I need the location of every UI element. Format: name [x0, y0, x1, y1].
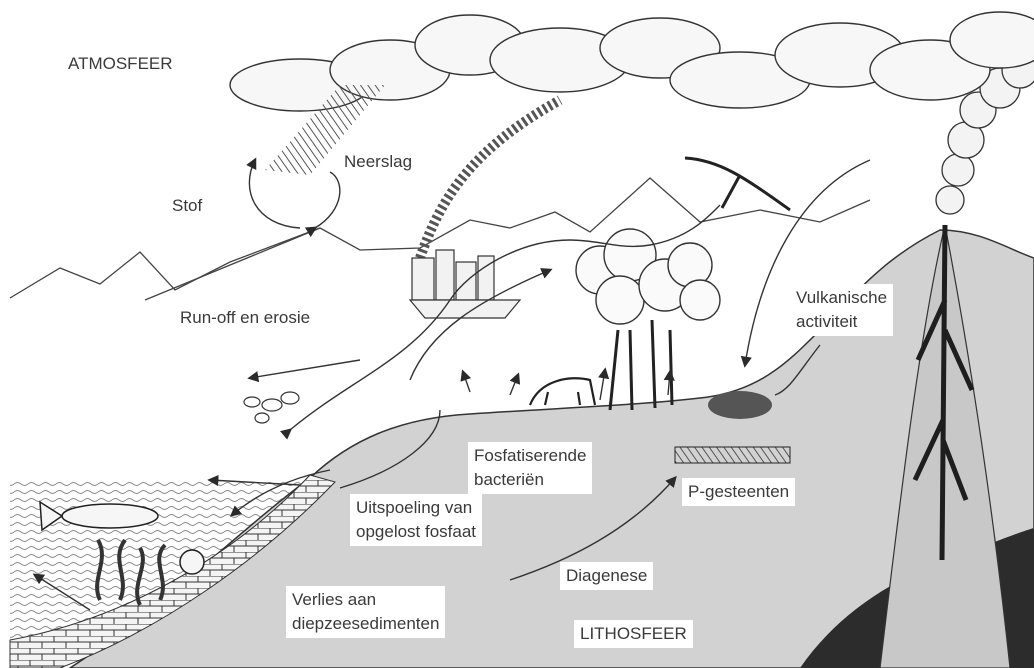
label-atmosfeer: ATMOSFEER: [68, 52, 173, 76]
label-run-off: Run-off en erosie: [180, 306, 310, 330]
p-rock-layer: [675, 447, 790, 463]
precipitation-arrow: [315, 172, 340, 228]
animal-icon: [530, 378, 595, 405]
label-verlies-line2: diepzeesedimenten: [292, 612, 439, 636]
label-fosfatiserend-line2: bacteriën: [474, 468, 586, 492]
label-stof: Stof: [172, 194, 202, 218]
label-lithosfeer: LITHOSFEER: [574, 620, 693, 648]
label-p-gesteenten: P-gesteenten: [682, 478, 795, 506]
label-vulkanisch-line1: Vulkanische: [796, 286, 887, 310]
label-diagenese: Diagenese: [560, 562, 653, 590]
label-uitspoeling-line1: Uitspoeling van: [356, 496, 476, 520]
trees-icon: [576, 229, 720, 410]
label-fosfatiserend-line1: Fosfatiserende: [474, 444, 586, 468]
label-neerslag: Neerslag: [344, 150, 412, 174]
label-uitspoeling-line2: opgelost fosfaat: [356, 520, 476, 544]
label-verlies: Verlies aan diepzeesedimenten: [286, 586, 445, 638]
label-fosfatiserende-bacterien: Fosfatiserende bacteriën: [468, 442, 592, 494]
crater-deposit: [708, 391, 772, 419]
label-uitspoeling: Uitspoeling van opgelost fosfaat: [350, 494, 482, 546]
label-vulkanische-activiteit: Vulkanische activiteit: [790, 284, 893, 336]
emission-stream: [420, 100, 560, 258]
city-icon: [410, 250, 520, 318]
bird-icon: [685, 158, 790, 210]
pebbles: [244, 392, 299, 423]
label-vulkanisch-line2: activiteit: [796, 310, 887, 334]
label-verlies-line1: Verlies aan: [292, 588, 439, 612]
